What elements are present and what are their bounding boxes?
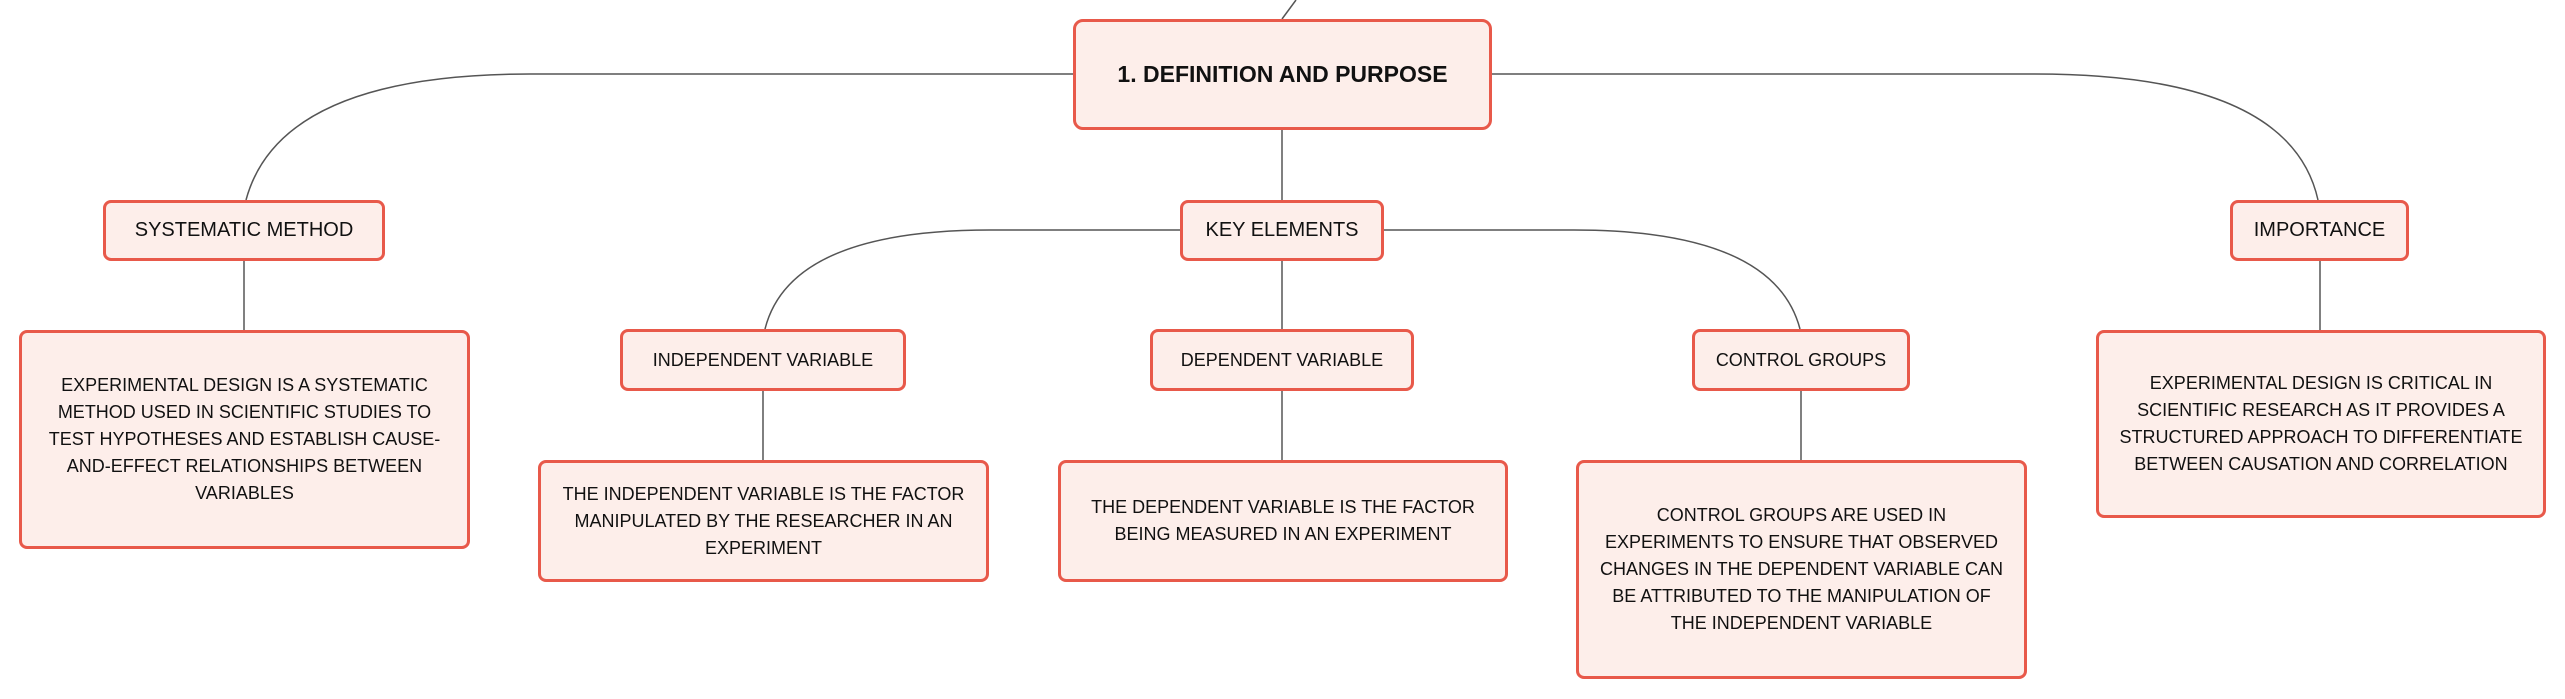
root-topic-label: 1. DEFINITION AND PURPOSE xyxy=(1117,61,1448,87)
connector-key-independent xyxy=(764,229,1180,330)
connector-key-control xyxy=(1384,229,1801,330)
topic-control-groups-label: CONTROL GROUPS xyxy=(1715,349,1887,370)
description-importance-text: EXPERIMENTAL DESIGN IS CRITICAL IN SCIEN… xyxy=(2119,373,2523,474)
topic-independent-variable-label: INDEPENDENT VARIABLE xyxy=(652,349,874,370)
topic-importance[interactable]: IMPORTANCE xyxy=(2230,200,2409,261)
description-systematic-method-text: EXPERIMENTAL DESIGN IS A SYSTEMATIC METH… xyxy=(48,375,441,503)
topic-systematic-method-label: SYSTEMATIC METHOD xyxy=(134,219,354,241)
topic-dependent-variable-label: DEPENDENT VARIABLE xyxy=(1180,349,1384,370)
topic-key-elements[interactable]: KEY ELEMENTS xyxy=(1180,200,1384,261)
topic-dependent-variable[interactable]: DEPENDENT VARIABLE xyxy=(1150,329,1414,391)
connector-to-parent xyxy=(1281,0,1297,20)
topic-independent-variable[interactable]: INDEPENDENT VARIABLE xyxy=(620,329,906,391)
description-dependent-variable[interactable]: THE DEPENDENT VARIABLE IS THE FACTOR BEI… xyxy=(1058,460,1508,582)
topic-key-elements-label: KEY ELEMENTS xyxy=(1205,219,1359,241)
topic-importance-label: IMPORTANCE xyxy=(2253,219,2386,241)
description-importance[interactable]: EXPERIMENTAL DESIGN IS CRITICAL IN SCIEN… xyxy=(2096,330,2546,518)
topic-systematic-method[interactable]: SYSTEMATIC METHOD xyxy=(103,200,385,261)
description-dependent-variable-text: THE DEPENDENT VARIABLE IS THE FACTOR BEI… xyxy=(1091,497,1475,544)
connector-root-importance xyxy=(1492,73,2319,201)
description-independent-variable[interactable]: THE INDEPENDENT VARIABLE IS THE FACTOR M… xyxy=(538,460,989,582)
description-control-groups-text: CONTROL GROUPS ARE USED IN EXPERIMENTS T… xyxy=(1599,505,2004,633)
topic-control-groups[interactable]: CONTROL GROUPS xyxy=(1692,329,1910,391)
description-control-groups[interactable]: CONTROL GROUPS ARE USED IN EXPERIMENTS T… xyxy=(1576,460,2027,679)
description-systematic-method[interactable]: EXPERIMENTAL DESIGN IS A SYSTEMATIC METH… xyxy=(19,330,470,549)
connector-root-systematic xyxy=(245,73,1073,201)
root-topic-node[interactable]: 1. DEFINITION AND PURPOSE xyxy=(1073,19,1492,130)
description-independent-variable-text: THE INDEPENDENT VARIABLE IS THE FACTOR M… xyxy=(562,483,965,558)
